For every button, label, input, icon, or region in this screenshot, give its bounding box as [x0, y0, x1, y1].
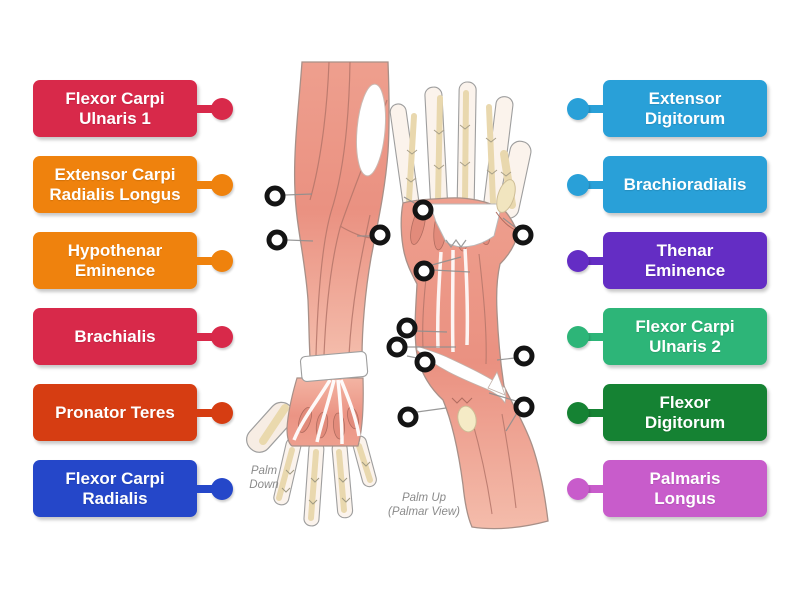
answer-marker[interactable] [386, 336, 408, 358]
answer-marker[interactable] [512, 224, 534, 246]
label-hypothenar-eminence[interactable]: Hypothenar Eminence [33, 232, 233, 289]
label-text: Thenar Eminence [644, 240, 726, 280]
label-connector [195, 105, 213, 113]
label-text: Flexor Carpi Ulnaris 1 [65, 88, 165, 128]
label-text: Hypothenar Eminence [67, 240, 163, 280]
label-connector-dot [567, 326, 589, 348]
label-connector-dot [211, 402, 233, 424]
label-connector [587, 485, 605, 493]
left-label-column: Flexor Carpi Ulnaris 1 Extensor Carpi Ra… [33, 80, 233, 517]
label-palmaris-longus[interactable]: Palmaris Longus [567, 460, 767, 517]
label-connector-dot [567, 98, 589, 120]
answer-marker[interactable] [412, 199, 434, 221]
label-text: Extensor Carpi Radialis Longus [49, 164, 181, 204]
caption-line: Palm [250, 465, 278, 477]
answer-marker[interactable] [413, 260, 435, 282]
label-text: Flexor Carpi Radialis [65, 468, 165, 508]
label-extensor-digitorum[interactable]: Extensor Digitorum [567, 80, 767, 137]
answer-marker[interactable] [264, 185, 286, 207]
label-text: Brachioradialis [623, 174, 747, 194]
label-text: Pronator Teres [55, 402, 175, 422]
label-text: Brachialis [74, 326, 156, 346]
label-text: Flexor Carpi Ulnaris 2 [635, 316, 735, 356]
answer-marker[interactable] [397, 406, 419, 428]
right-label-column: Extensor Digitorum Brachioradialis Thena… [567, 80, 767, 517]
label-connector [587, 409, 605, 417]
answer-marker[interactable] [513, 345, 535, 367]
label-connector [195, 257, 213, 265]
label-connector-dot [211, 250, 233, 272]
answer-marker[interactable] [414, 351, 436, 373]
label-flexor-carpi-ulnaris-2[interactable]: Flexor Carpi Ulnaris 2 [567, 308, 767, 365]
label-connector [195, 333, 213, 341]
answer-marker[interactable] [369, 224, 391, 246]
label-connector-dot [567, 250, 589, 272]
answer-marker[interactable] [513, 396, 535, 418]
answer-marker[interactable] [396, 317, 418, 339]
caption-line: (Palmar View) [388, 506, 460, 519]
label-flexor-carpi-radialis[interactable]: Flexor Carpi Radialis [33, 460, 233, 517]
label-flexor-digitorum[interactable]: Flexor Digitorum [567, 384, 767, 441]
label-text: Flexor Digitorum [644, 392, 726, 432]
label-connector [587, 257, 605, 265]
label-connector [587, 333, 605, 341]
left-arm-palm-down [246, 61, 390, 527]
label-brachioradialis[interactable]: Brachioradialis [567, 156, 767, 213]
right-arm-palm-up [389, 81, 549, 530]
caption-line: Down [249, 479, 279, 492]
leader-lines [284, 193, 518, 432]
label-text: Extensor Digitorum [644, 88, 726, 128]
label-connector-dot [567, 478, 589, 500]
label-flexor-carpi-ulnaris-1[interactable]: Flexor Carpi Ulnaris 1 [33, 80, 233, 137]
answer-marker[interactable] [266, 229, 288, 251]
label-connector [195, 409, 213, 417]
caption-palm-up: Palm Up (Palmar View) [380, 491, 468, 520]
label-pronator-teres[interactable]: Pronator Teres [33, 384, 233, 441]
label-connector-dot [567, 402, 589, 424]
label-text: Palmaris Longus [649, 468, 721, 508]
caption-line: Palm Up [401, 492, 447, 504]
label-connector-dot [211, 98, 233, 120]
label-brachialis[interactable]: Brachialis [33, 308, 233, 365]
label-thenar-eminence[interactable]: Thenar Eminence [567, 232, 767, 289]
label-connector-dot [211, 326, 233, 348]
label-connector-dot [211, 174, 233, 196]
label-connector [587, 181, 605, 189]
label-connector-dot [211, 478, 233, 500]
label-connector [587, 105, 605, 113]
label-extensor-carpi-radialis-longus[interactable]: Extensor Carpi Radialis Longus [33, 156, 233, 213]
label-connector [195, 181, 213, 189]
label-connector [195, 485, 213, 493]
caption-palm-down: Palm Down [242, 464, 286, 493]
label-connector-dot [567, 174, 589, 196]
